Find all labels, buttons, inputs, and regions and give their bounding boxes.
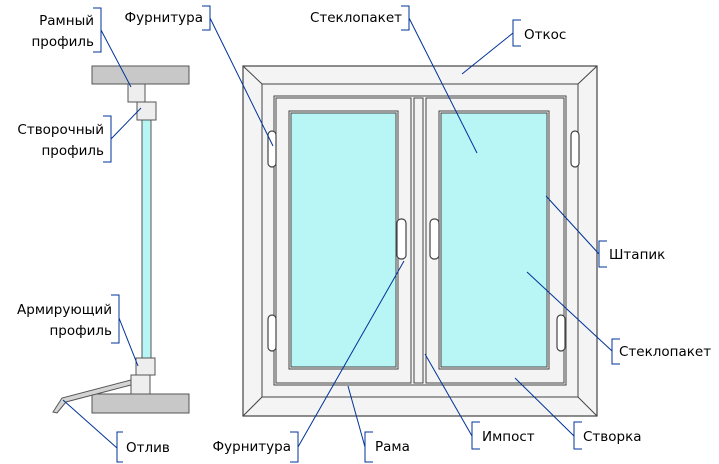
slope-corner-tl	[242, 65, 263, 85]
sash-profile-top	[136, 101, 157, 121]
wall-top-slab	[91, 65, 190, 85]
bracket-otliv	[116, 431, 123, 463]
bracket-steklopaket-right	[611, 338, 620, 365]
label-steklopaket-right: Стеклопакет	[619, 344, 711, 360]
slope-corner-br	[577, 396, 598, 417]
bracket-stvorochny	[103, 115, 112, 163]
bracket-impost	[471, 421, 480, 450]
left-glass	[290, 112, 397, 368]
label-ramny-line1: Рамный	[39, 13, 94, 29]
leader-rama	[347, 385, 366, 448]
bracket-ramny	[93, 7, 102, 53]
bracket-armiruyushchy	[111, 294, 120, 344]
leader-lines	[62, 5, 620, 463]
label-rama: Рама	[375, 439, 410, 455]
slope-corner-bl	[242, 396, 263, 417]
leader-stvorochny	[110, 107, 142, 140]
labels: Рамный профиль Створочный профиль Армиру…	[17, 10, 711, 456]
sash-profile-bottom	[135, 357, 156, 376]
impost	[413, 97, 424, 384]
label-impost: Импост	[482, 429, 535, 445]
hinge-right-top	[570, 130, 580, 168]
label-furnitura-bottom: Фурнитура	[213, 439, 291, 455]
bracket-rama	[364, 431, 373, 463]
leader-ramny	[100, 29, 132, 88]
handle-right	[429, 218, 440, 260]
handle-left	[396, 218, 407, 260]
window-front	[242, 65, 598, 417]
label-stvorochny-line2: профиль	[41, 143, 104, 159]
leader-steklopaket-top	[408, 17, 478, 154]
label-otkos: Откос	[524, 27, 566, 43]
slope-corner-tr	[577, 65, 598, 85]
leader-shtapik	[545, 195, 600, 255]
wall-bottom-slab	[91, 393, 190, 414]
bracket-furnitura-bottom	[290, 431, 299, 463]
hinge-left-top	[267, 130, 277, 168]
bracket-otkos	[512, 19, 521, 47]
hinge-right-bottom	[556, 314, 566, 352]
right-glass	[440, 112, 548, 368]
leader-armiruyushchy	[118, 317, 139, 367]
bracket-stvorka	[573, 421, 582, 450]
drip-sill	[52, 379, 132, 414]
label-steklopaket-top: Стеклопакет	[310, 10, 402, 26]
cross-section	[52, 65, 190, 414]
leader-furnitura-top	[209, 17, 274, 147]
label-stvorka: Створка	[583, 429, 642, 445]
leader-stvorka	[514, 377, 575, 437]
leader-otkos	[461, 32, 514, 75]
label-stvorochny-line1: Створочный	[17, 122, 104, 138]
label-otliv: Отлив	[126, 440, 170, 456]
leader-impost	[424, 353, 473, 437]
label-ramny-line2: профиль	[31, 34, 94, 50]
frame-profile-bottom	[130, 374, 151, 395]
label-shtapik: Штапик	[609, 247, 665, 263]
section-glass	[141, 119, 152, 359]
leader-steklopaket-right	[526, 271, 613, 352]
bracket-furnitura-top	[202, 5, 211, 31]
label-armiruyushchy-line1: Армирующий	[17, 302, 112, 318]
leader-furnitura-bottom	[297, 260, 405, 448]
bracket-shtapik	[598, 240, 607, 268]
bracket-steklopaket-top	[401, 5, 410, 31]
label-furnitura-top: Фурнитура	[125, 10, 203, 26]
hinge-left-bottom	[267, 314, 277, 352]
leader-otliv	[62, 399, 118, 449]
label-armiruyushchy-line2: профиль	[49, 323, 112, 339]
